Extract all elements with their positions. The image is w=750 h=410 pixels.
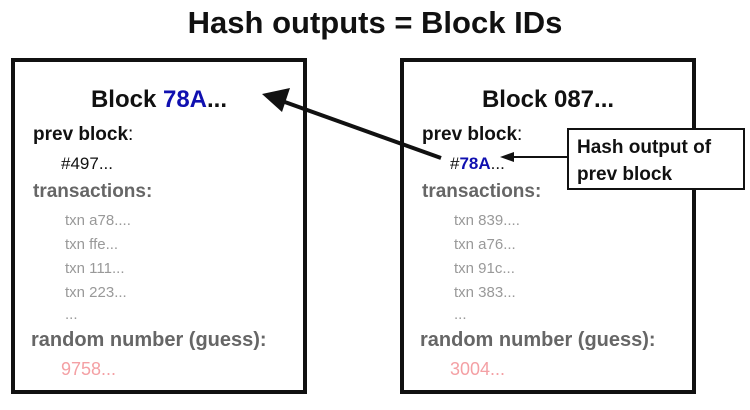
block-label: Block bbox=[90, 86, 163, 113]
prev-label-text: prev block bbox=[33, 124, 129, 145]
transaction-item: txn 111... bbox=[65, 260, 125, 277]
transaction-item: txn a78.... bbox=[65, 212, 131, 229]
transaction-item: txn 91c... bbox=[454, 260, 515, 277]
block-id-suffix: ... bbox=[207, 86, 228, 113]
random-number-label: random number (guess): bbox=[31, 329, 267, 351]
transaction-item: txn 839.... bbox=[454, 212, 520, 229]
prev-block-label: prev block: bbox=[422, 124, 522, 146]
callout-arrowhead bbox=[500, 152, 514, 162]
prev-hash: #497... bbox=[61, 154, 113, 173]
block-78a: Block 78A... prev block: #497... transac… bbox=[11, 58, 307, 394]
prev-hash: #78A... bbox=[450, 154, 505, 174]
transactions-label: transactions: bbox=[422, 181, 542, 202]
callout-line-2: prev block bbox=[577, 164, 673, 185]
callout-box: Hash output of prev block bbox=[567, 128, 745, 190]
callout-line-1: Hash output of bbox=[577, 137, 712, 158]
prev-label-text: prev block bbox=[422, 124, 518, 145]
prev-block-label: prev block: bbox=[33, 124, 133, 146]
prev-hash-prefix: # bbox=[450, 154, 460, 173]
random-number-value: 3004... bbox=[450, 359, 506, 379]
block-title: Block 78A... bbox=[15, 86, 303, 114]
prev-hash-suffix: ... bbox=[490, 154, 505, 173]
transaction-item: txn 223... bbox=[65, 284, 127, 301]
transaction-item: txn a76... bbox=[454, 236, 516, 253]
block-id: 78A bbox=[162, 86, 208, 113]
transaction-ellipsis: ... bbox=[65, 306, 78, 323]
hash-link-arrowhead bbox=[262, 88, 290, 112]
transaction-item: txn ffe... bbox=[65, 236, 119, 253]
random-number-value: 9758... bbox=[61, 359, 117, 379]
diagram-title: Hash outputs = Block IDs bbox=[187, 5, 563, 40]
prev-colon: : bbox=[128, 124, 134, 145]
hash-link-arrow-line bbox=[281, 99, 442, 160]
prev-colon: : bbox=[517, 124, 523, 145]
transactions-label: transactions: bbox=[33, 181, 153, 202]
transaction-ellipsis: ... bbox=[454, 306, 467, 323]
block-087: Block 087... prev block: #78A... transac… bbox=[400, 58, 696, 394]
block-title: Block 087... bbox=[481, 86, 615, 113]
transaction-item: txn 383... bbox=[454, 284, 516, 301]
prev-hash-id: 78A bbox=[459, 154, 491, 173]
random-number-label: random number (guess): bbox=[420, 329, 656, 351]
